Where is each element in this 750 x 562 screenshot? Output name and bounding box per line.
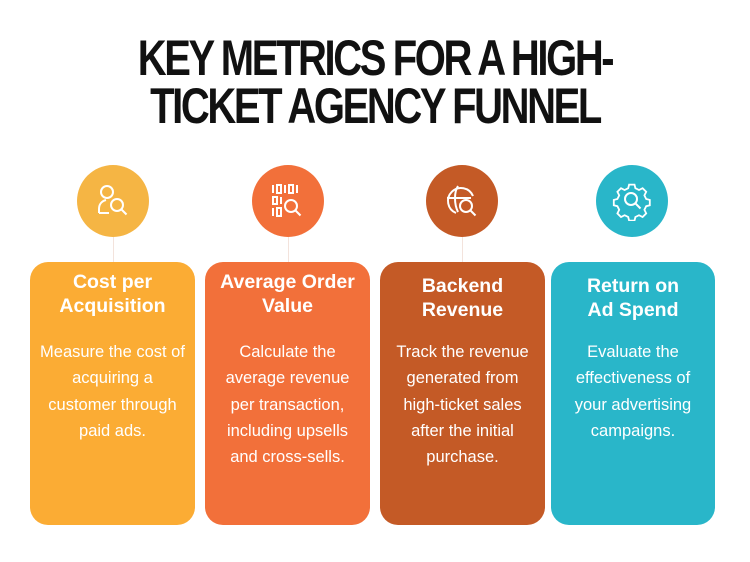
card-heading: Cost per Acquisition	[59, 271, 166, 317]
title-line-1: KEY METRICS FOR A HIGH-	[137, 30, 615, 86]
card-body: Calculate the average revenue per transa…	[225, 343, 350, 467]
person-search-icon	[77, 165, 149, 237]
metric-card-return-on-ad-spend: Return on Ad Spend Evaluate the effectiv…	[551, 262, 715, 525]
card-body: Track the revenue generated from high-ti…	[396, 343, 529, 467]
card-heading: Return on Ad Spend	[586, 275, 680, 321]
metric-card-average-order-value: Average Order Value Calculate the averag…	[205, 262, 370, 525]
title-line-2: TICKET AGENCY FUNNEL	[150, 78, 602, 134]
gear-search-icon	[596, 165, 668, 237]
card-heading: Average Order Value	[220, 271, 355, 317]
card-body: Evaluate the effectiveness of your adver…	[574, 343, 692, 440]
metric-card-backend-revenue: Backend Revenue Track the revenue genera…	[380, 262, 545, 525]
metric-card-cost-per-acquisition: Cost per Acquisition Measure the cost of…	[30, 262, 195, 525]
binary-data-search-icon	[252, 165, 324, 237]
card-body: Measure the cost of acquiring a customer…	[40, 343, 185, 440]
card-heading: Backend Revenue	[421, 275, 504, 321]
globe-search-icon	[426, 165, 498, 237]
page-title: KEY METRICS FOR A HIGH- TICKET AGENCY FU…	[0, 30, 750, 134]
